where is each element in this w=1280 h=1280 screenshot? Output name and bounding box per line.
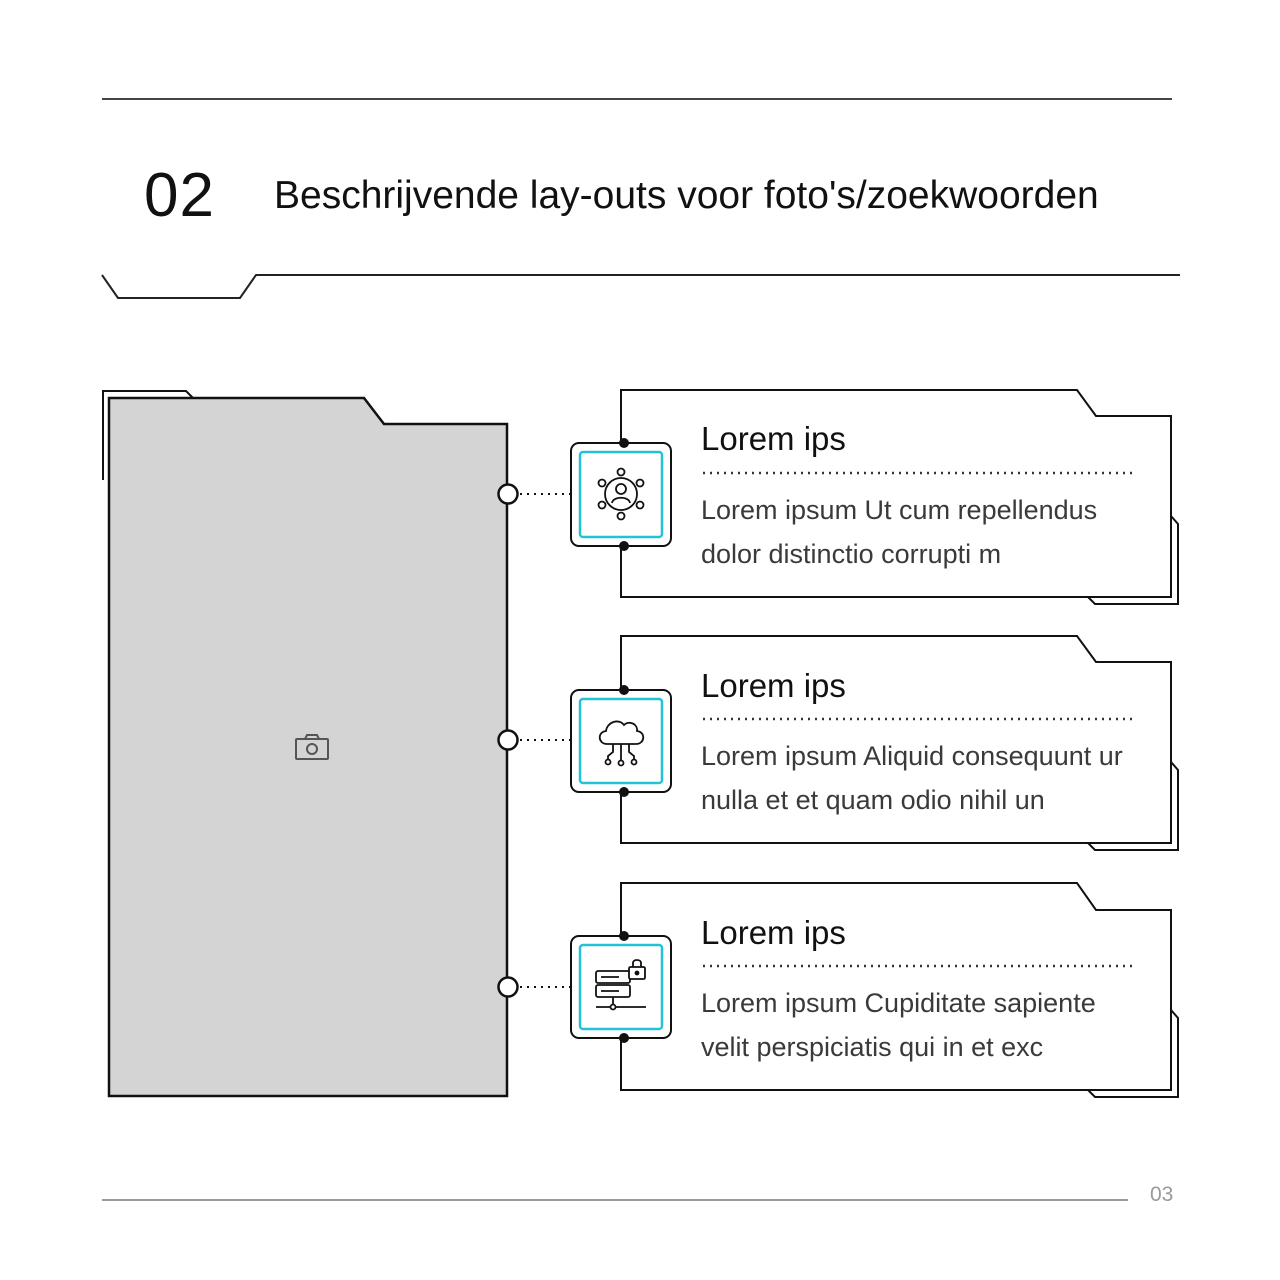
connector-3 — [497, 976, 572, 998]
card-3-title: Lorem ips — [701, 914, 846, 951]
camera-icon[interactable] — [294, 733, 330, 761]
card-1-text: Lorem ipsum Ut cum repellendus dolor dis… — [701, 495, 1098, 569]
top-divider — [102, 98, 1172, 100]
card-1-title: Lorem ips — [701, 420, 846, 457]
header-divider — [101, 274, 1180, 299]
user-network-icon — [597, 467, 645, 521]
server-lock-icon — [595, 959, 646, 1011]
connector-2 — [497, 729, 572, 751]
card-2-title: Lorem ips — [701, 667, 846, 704]
page-title: Beschrijvende lay-outs voor foto's/zoekw… — [274, 174, 1099, 217]
cloud-network-icon — [598, 720, 645, 767]
connector-1 — [497, 483, 572, 505]
card-2-frame — [570, 635, 1179, 851]
card-2-text: Lorem ipsum Aliquid consequunt ur nulla … — [701, 741, 1123, 815]
section-number: 02 — [144, 161, 215, 230]
card-3-text: Lorem ipsum Cupiditate sapiente velit pe… — [701, 988, 1096, 1062]
page-number: 03 — [1150, 1183, 1174, 1206]
